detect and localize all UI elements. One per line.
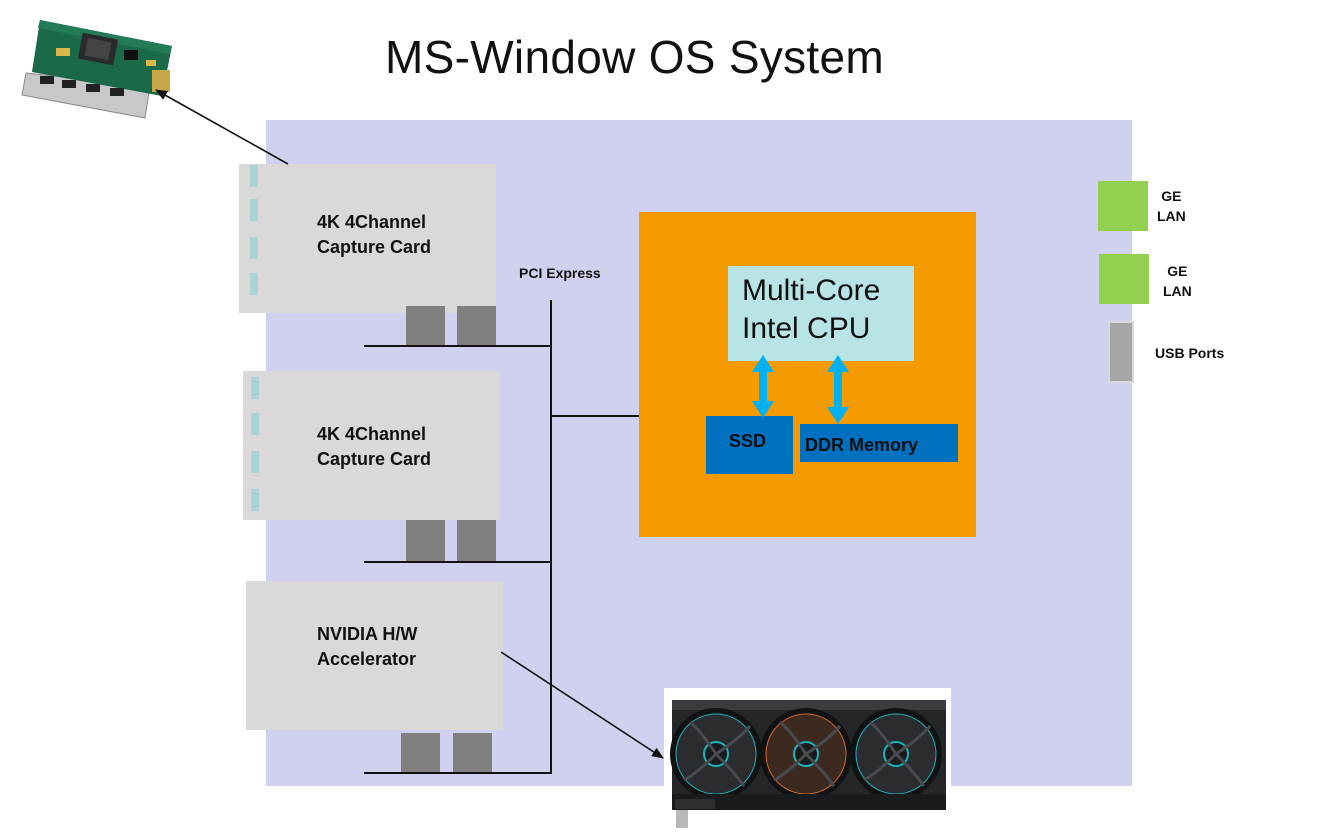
- ddr-memory-box: [800, 424, 958, 462]
- hdmi-port-icon: [250, 273, 258, 295]
- cpu-ddr-double-arrow: [827, 355, 849, 424]
- diagram-title: MS-Window OS System: [385, 31, 885, 83]
- ssd-label: SSD: [729, 431, 767, 451]
- hdmi-port-icon: [250, 199, 258, 221]
- pci-express-to-cpu-line: [550, 415, 640, 417]
- hdmi-port-icon: [251, 489, 259, 511]
- nvidia-accelerator-label: NVIDIA H/W Accelerator: [317, 624, 418, 669]
- ge-lan-label-1: GE LAN: [1157, 188, 1186, 224]
- pcie-slot-line: [364, 345, 551, 347]
- cpu-core-label: Multi-Core Intel CPU: [742, 274, 881, 345]
- pcie-slot-line: [364, 561, 551, 563]
- cpu-ssd-double-arrow: [752, 355, 774, 418]
- gpu-photo-arrow: [500, 651, 664, 759]
- capture-card-1-label: 4K 4Channel Capture Card: [317, 212, 432, 257]
- capture-card-photo-arrow: [155, 89, 289, 165]
- pci-express-bus: [550, 300, 552, 774]
- pcie-pin: [453, 733, 492, 773]
- capture-card-2: [266, 371, 500, 520]
- capture-card-2-label: 4K 4Channel Capture Card: [317, 424, 432, 469]
- capture-card-photo: [21, 20, 172, 119]
- hdmi-port-icon: [251, 451, 259, 473]
- pcie-pin: [406, 520, 445, 562]
- hdmi-port-icon: [251, 377, 259, 399]
- hdmi-port-icon: [250, 165, 258, 187]
- capture-card-1: [262, 164, 496, 313]
- ssd-box: [706, 416, 793, 474]
- cpu-core-box: [728, 266, 914, 361]
- pcie-slot-line: [364, 772, 551, 774]
- gpu-graphics-card-photo: [664, 688, 951, 828]
- hdmi-port-icon: [251, 413, 259, 435]
- pcie-pin: [406, 306, 445, 346]
- pcie-pin: [401, 733, 440, 773]
- usb-ports-label: USB Ports: [1155, 345, 1225, 361]
- ge-lan-port-2: [1099, 254, 1149, 304]
- ge-lan-port-1: [1098, 181, 1148, 231]
- pcie-pin: [457, 306, 496, 346]
- ddr-memory-label: DDR Memory: [805, 435, 919, 455]
- usb-port-icon: [1108, 321, 1134, 383]
- pci-express-label: PCI Express: [519, 265, 601, 281]
- nvidia-accelerator-card: [246, 581, 503, 730]
- ge-lan-label-2: GE LAN: [1163, 263, 1192, 299]
- pcie-pin: [457, 520, 496, 562]
- hdmi-port-icon: [250, 237, 258, 259]
